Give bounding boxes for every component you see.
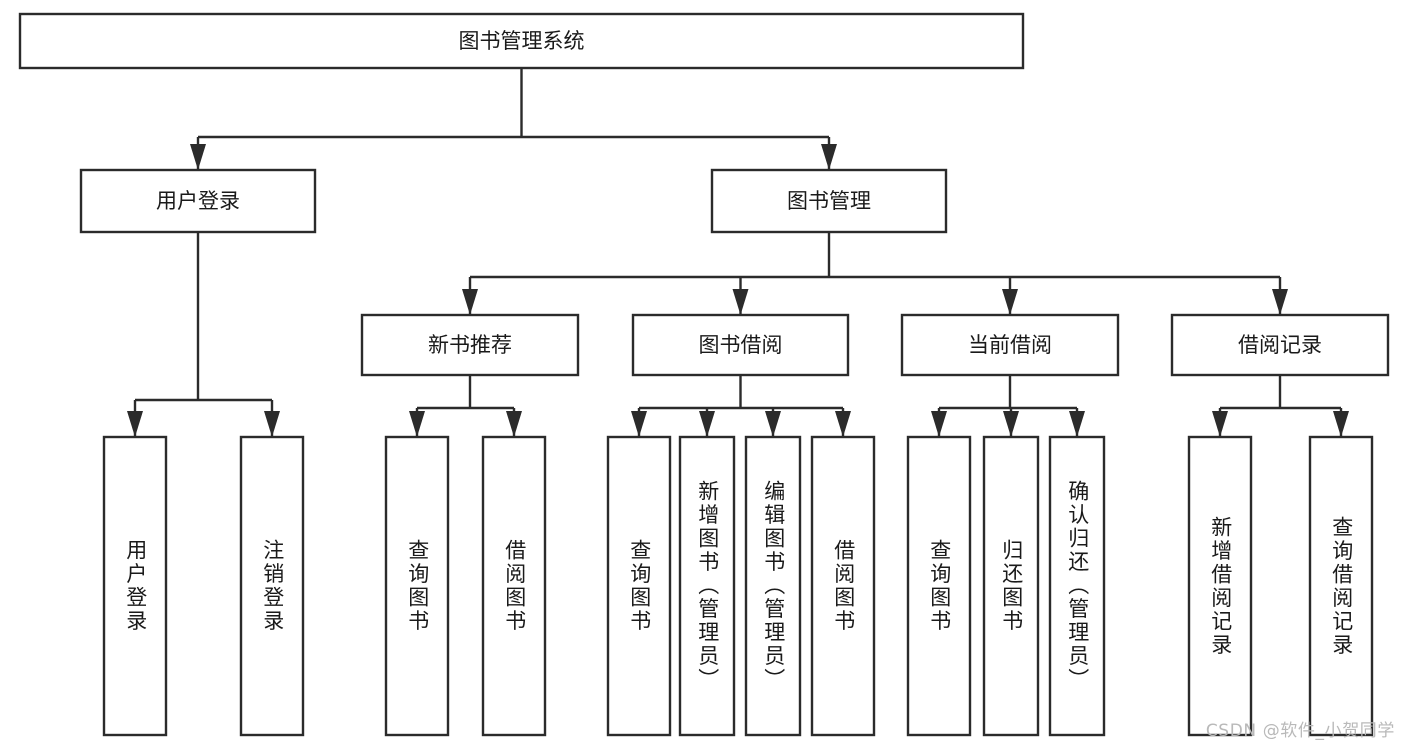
node-leaf-7-rect[interactable] <box>810 435 876 737</box>
node-leaf-6-rect[interactable] <box>744 435 802 737</box>
node-level2-0-label: 用户登录 <box>156 189 240 213</box>
node-level2-0[interactable]: 用户登录 <box>79 168 317 234</box>
node-level3-1-label: 图书借阅 <box>699 333 783 357</box>
book-mgmt-to-level3-arrow-3 <box>1272 289 1288 315</box>
node-level3-2[interactable]: 当前借阅 <box>900 313 1120 377</box>
node-level2-1[interactable]: 图书管理 <box>710 168 948 234</box>
book-mgmt-to-level3-arrow-0 <box>462 289 478 315</box>
book-mgmt-to-level3-arrow-2 <box>1002 289 1018 315</box>
node-level3-3-label: 借阅记录 <box>1238 333 1322 357</box>
leafgroup-图书借阅-arrow-3 <box>835 411 851 437</box>
node-leaf-9-rect[interactable] <box>982 435 1040 737</box>
watermark-label: CSDN @软件_小贺同学 <box>1205 721 1395 741</box>
node-leaf-5-rect[interactable] <box>678 435 736 737</box>
leafgroup-借阅记录-arrow-0 <box>1212 411 1228 437</box>
leafgroup-新书推荐-arrow-0 <box>409 411 425 437</box>
node-level3-0[interactable]: 新书推荐 <box>360 313 580 377</box>
leafgroup-当前借阅-arrow-1 <box>1003 411 1019 437</box>
leafgroup-图书借阅-arrow-2 <box>765 411 781 437</box>
leafgroup-用户登录-arrow-1 <box>264 411 280 437</box>
node-root[interactable]: 图书管理系统 <box>18 12 1025 70</box>
node-level2-1-rect[interactable] <box>710 168 948 234</box>
node-leaf-12-rect[interactable] <box>1308 435 1374 737</box>
node-leaf-0-rect[interactable] <box>102 435 168 737</box>
node-level3-0-rect[interactable] <box>360 313 580 377</box>
node-level3-3-rect[interactable] <box>1170 313 1390 377</box>
node-leaf-4-rect[interactable] <box>606 435 672 737</box>
node-level3-2-rect[interactable] <box>900 313 1120 377</box>
node-level3-1[interactable]: 图书借阅 <box>631 313 850 377</box>
node-root-rect[interactable] <box>18 12 1025 70</box>
node-leaf-1-rect[interactable] <box>239 435 305 737</box>
node-level3-2-label: 当前借阅 <box>968 333 1052 357</box>
leafgroup-当前借阅-arrow-0 <box>931 411 947 437</box>
leafgroup-当前借阅-arrow-2 <box>1069 411 1085 437</box>
node-leaf-11-rect[interactable] <box>1187 435 1253 737</box>
leafgroup-用户登录-arrow-0 <box>127 411 143 437</box>
node-leaf-10-rect[interactable] <box>1048 435 1106 737</box>
root-to-level2-arrow-0 <box>190 144 206 170</box>
leafgroup-图书借阅-arrow-1 <box>699 411 715 437</box>
book-mgmt-to-level3-arrow-1 <box>732 289 749 315</box>
root-to-level2-arrow-1 <box>821 144 837 170</box>
node-leaf-8-rect[interactable] <box>906 435 972 737</box>
node-level3-0-label: 新书推荐 <box>428 333 512 357</box>
node-leaf-3-rect[interactable] <box>481 435 547 737</box>
node-leaf-2-rect[interactable] <box>384 435 450 737</box>
node-level2-1-label: 图书管理 <box>787 189 871 213</box>
node-root-label: 图书管理系统 <box>459 29 585 53</box>
leafgroup-借阅记录-arrow-1 <box>1333 411 1349 437</box>
leafgroup-新书推荐-arrow-1 <box>506 411 522 437</box>
node-level3-3[interactable]: 借阅记录 <box>1170 313 1390 377</box>
node-level3-1-rect[interactable] <box>631 313 850 377</box>
node-level2-0-rect[interactable] <box>79 168 317 234</box>
leafgroup-图书借阅-arrow-0 <box>631 411 647 437</box>
